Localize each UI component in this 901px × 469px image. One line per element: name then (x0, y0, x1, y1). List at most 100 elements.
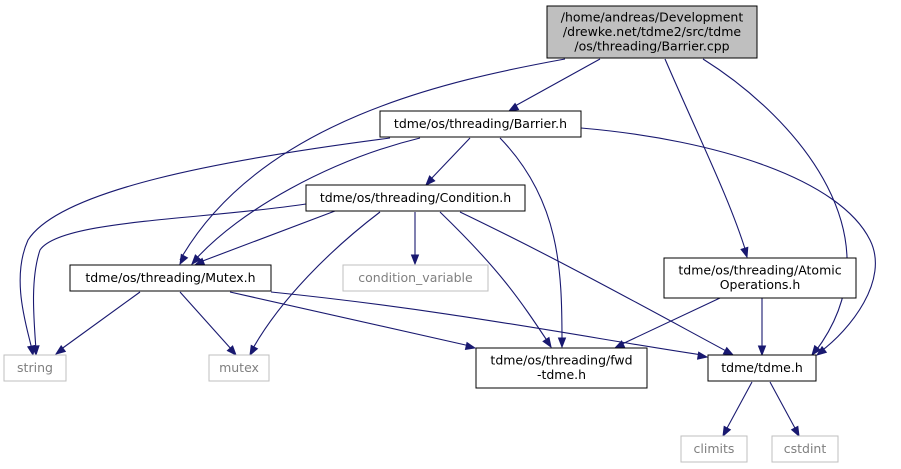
node-label: tdme/tdme.h (721, 360, 803, 375)
node-cstdint: cstdint (771, 435, 839, 463)
node-barrier-h[interactable]: tdme/os/threading/Barrier.h (379, 110, 582, 138)
node-box (305, 184, 526, 212)
node-label: string (17, 360, 53, 375)
node-label: climits (694, 441, 735, 456)
node-label: tdme/os/threading/Mutex.h (85, 270, 255, 285)
edge-tdmeh-cstdint-line (769, 381, 797, 431)
edge-mutexh-string (54, 291, 141, 355)
edge-atomich-tdmeh-arrowhead (757, 345, 767, 357)
edges (19, 58, 876, 438)
edge-mutexh-fwd-arrowhead (464, 341, 477, 351)
edge-conditionh-string (31, 203, 307, 357)
edge-tdmeh-climits (722, 381, 753, 438)
node-box (475, 347, 648, 389)
edge-barrierh-tdmeh-line (580, 127, 876, 353)
edge-barriercpp-barrierh-arrowhead (507, 102, 520, 112)
node-box (663, 257, 857, 299)
node-condition-h[interactable]: tdme/os/threading/Condition.h (305, 184, 526, 212)
edge-tdmeh-climits-arrowhead (722, 425, 732, 438)
edge-barriercpp-atomich (664, 58, 749, 259)
edge-tdmeh-climits-line (725, 381, 753, 431)
node-box (342, 264, 489, 292)
edge-conditionh-mutexh (193, 210, 336, 266)
edge-atomich-fwd-line (619, 297, 721, 346)
edge-barrierh-tdmeh-arrowhead (815, 345, 828, 356)
edge-conditionh-tdmeh-arrowhead (722, 346, 735, 356)
edge-conditionh-mutex-line (251, 211, 381, 351)
node-box (3, 354, 67, 382)
edge-barrierh-string (19, 137, 391, 357)
node-label: tdme/os/threading/Barrier.h (394, 116, 567, 131)
edge-barriercpp-mutexh (179, 58, 566, 266)
node-mutex-h[interactable]: tdme/os/threading/Mutex.h (69, 264, 272, 292)
node-label: /drewke.net/tdme2/src/tdme (563, 24, 741, 39)
edge-tdmeh-cstdint (769, 381, 800, 438)
edge-barrierh-fwd (499, 137, 567, 349)
edge-barriercpp-atomich-line (664, 58, 747, 253)
node-mutex: mutex (208, 354, 270, 382)
node-box (546, 5, 758, 59)
node-label: tdme/os/threading/Atomic (678, 263, 841, 278)
edge-barriercpp-tdmeh-arrowhead (811, 344, 822, 357)
edge-barriercpp-barrierh (507, 58, 601, 112)
node-box (208, 354, 270, 382)
edge-conditionh-string-arrowhead (31, 345, 40, 357)
node-climits: climits (680, 435, 748, 463)
edge-barrierh-mutexh-line (194, 137, 421, 261)
edge-atomich-fwd (613, 297, 721, 349)
edge-conditionh-mutex (249, 211, 381, 357)
edge-barriercpp-mutexh-arrowhead (179, 253, 189, 266)
edge-mutexh-string-arrowhead (54, 344, 67, 355)
edge-barrierh-mutexh (191, 137, 421, 266)
edge-conditionh-mutex-arrowhead (249, 344, 259, 357)
node-label: cstdint (784, 441, 827, 456)
edge-conditionh-fwd-arrowhead (542, 336, 552, 349)
edge-barrierh-fwd-arrowhead (557, 337, 567, 349)
edge-barrierh-conditionh-arrowhead (425, 175, 436, 187)
node-box (680, 435, 748, 463)
node-label: -tdme.h (537, 367, 586, 382)
edge-mutexh-mutex (179, 291, 237, 357)
edge-barrierh-conditionh (425, 137, 471, 187)
node-barrier-cpp[interactable]: /home/andreas/Development/drewke.net/tdm… (546, 5, 758, 59)
edge-atomich-tdmeh (757, 298, 767, 357)
node-tdme-h[interactable]: tdme/tdme.h (707, 354, 817, 382)
node-label: condition_variable (358, 270, 473, 285)
edge-tdmeh-cstdint-arrowhead (790, 425, 800, 438)
node-box (69, 264, 272, 292)
edge-barrierh-tdmeh (580, 127, 876, 356)
edge-conditionh-string-line (32, 203, 307, 351)
node-label: Operations.h (720, 277, 801, 292)
node-label: /home/andreas/Development (561, 9, 744, 24)
edge-conditionh-conditionvar-arrowhead (410, 254, 420, 266)
edge-conditionh-fwd (439, 211, 552, 349)
edge-mutexh-mutex-line (179, 291, 233, 351)
edge-barrierh-mutexh-arrowhead (191, 254, 202, 266)
edge-mutexh-fwd-line (229, 291, 471, 347)
edge-barriercpp-tdmeh (702, 58, 848, 357)
edge-conditionh-mutexh-line (199, 210, 336, 263)
edge-mutexh-tdmeh-line (270, 291, 703, 356)
node-condition-variable: condition_variable (342, 264, 489, 292)
node-label: mutex (219, 360, 259, 375)
edge-barriercpp-mutexh-line (179, 58, 566, 261)
edge-barrierh-fwd-line (499, 137, 563, 343)
node-label: tdme/os/threading/Condition.h (320, 190, 511, 205)
nodes: /home/andreas/Development/drewke.net/tdm… (3, 5, 857, 463)
node-label: tdme/os/threading/fwd (490, 353, 632, 368)
edge-barriercpp-tdmeh-line (702, 58, 848, 353)
edge-barriercpp-barrierh-line (514, 58, 601, 107)
edge-conditionh-fwd-line (439, 211, 549, 343)
node-fwd-tdme-h[interactable]: tdme/os/threading/fwd-tdme.h (475, 347, 648, 389)
edge-barrierh-conditionh-line (429, 137, 471, 181)
edge-conditionh-tdmeh (459, 211, 735, 356)
node-label: /os/threading/Barrier.cpp (574, 38, 729, 53)
edge-mutexh-tdmeh (270, 291, 709, 360)
edge-conditionh-conditionvar (410, 212, 420, 266)
edge-mutexh-string-line (59, 291, 141, 351)
node-box (771, 435, 839, 463)
node-box (707, 354, 817, 382)
edge-barrierh-string-line (19, 137, 391, 351)
